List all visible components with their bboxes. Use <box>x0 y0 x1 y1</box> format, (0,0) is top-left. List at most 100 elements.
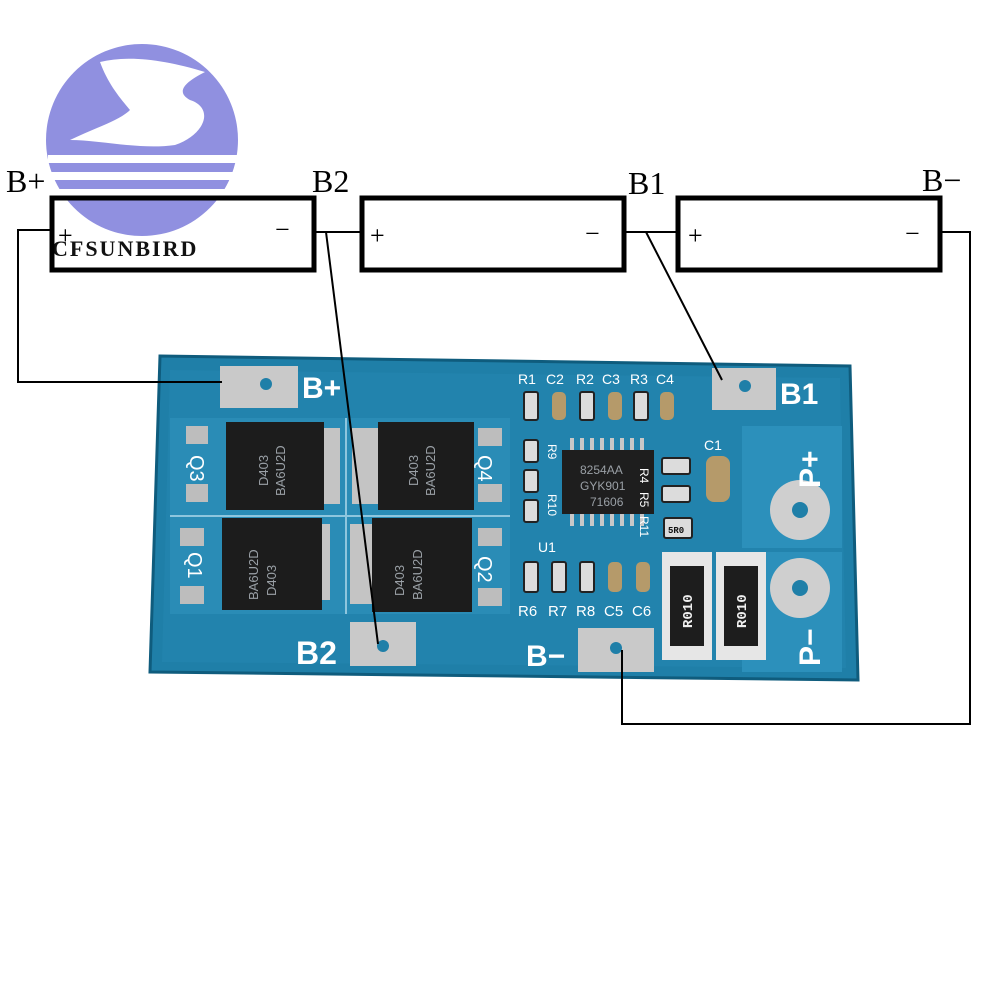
wire-bplus <box>17 229 222 383</box>
mosfet-ref: Q1 <box>183 552 205 579</box>
pad-pminus: P− <box>770 558 830 666</box>
ic-ref: U1 <box>538 539 556 555</box>
mosfet-ref: Q2 <box>473 556 495 583</box>
component-label: C2 <box>546 371 564 387</box>
component-label: R3 <box>630 371 648 387</box>
mosfet-q4: D403 BA6U2D Q4 <box>352 422 502 510</box>
component-label: C4 <box>656 371 674 387</box>
mosfet-marking: D403 <box>406 455 421 486</box>
logo-stripe <box>48 189 238 196</box>
smd-resistor <box>551 561 567 593</box>
protection-ic-u1: 8254AA GYK901 71606 U1 <box>538 438 654 555</box>
pad-b2: B2 <box>296 622 416 671</box>
smd-capacitor <box>636 562 650 592</box>
ic-marking: GYK901 <box>580 479 626 493</box>
ic-marking: 71606 <box>590 495 624 509</box>
smd-chip <box>663 517 693 539</box>
smd-resistor <box>523 469 539 493</box>
ic-pins-top <box>570 438 644 452</box>
shunt-resistor-1: R010 <box>662 552 712 660</box>
mosfet-ref: Q3 <box>185 455 207 482</box>
wiring <box>17 229 971 725</box>
wire-b1 <box>624 231 723 381</box>
smd-resistor <box>523 391 539 421</box>
ic-marking: 8254AA <box>580 463 623 477</box>
pad-label-b2: B2 <box>296 635 337 671</box>
battery-cell-3: + − <box>675 195 943 273</box>
component-label: C5 <box>604 603 623 620</box>
pad-bplus: B+ <box>220 366 341 408</box>
smd-resistor <box>523 561 539 593</box>
component-label: R6 <box>518 603 537 620</box>
terminal-label-b2: B2 <box>312 163 349 199</box>
smd-resistor <box>579 391 595 421</box>
mosfet-marking: D403 <box>392 565 407 596</box>
mosfet-q3: D403 BA6U2D Q3 <box>185 422 340 510</box>
shunt-marking: R010 <box>681 594 697 628</box>
cell-plus-sign: + <box>370 221 385 250</box>
component-label: C3 <box>602 371 620 387</box>
terminal-label-bminus: B− <box>922 162 961 198</box>
brand-logo: CFSUNBIRD <box>46 44 238 261</box>
terminal-label-b1: B1 <box>628 165 665 201</box>
cell-plus-sign: + <box>58 221 73 250</box>
smd-resistor <box>633 391 649 421</box>
wire-bminus <box>621 231 971 725</box>
mosfet-marking: D403 <box>256 455 271 486</box>
component-label: R10 <box>545 494 559 516</box>
smd-resistor <box>579 561 595 593</box>
mosfet-marking: BA6U2D <box>246 549 261 600</box>
cell-plus-sign: + <box>688 221 703 250</box>
smd-resistor <box>661 485 691 503</box>
bottom-passive-row: R6 R7 R8 C5 C6 <box>518 561 651 620</box>
pad-label-b1: B1 <box>780 378 818 411</box>
logo-stripe <box>48 155 238 163</box>
pad-pplus: P+ <box>770 450 830 540</box>
smd-resistor <box>523 499 539 523</box>
mosfet-ref: Q4 <box>473 455 495 482</box>
terminal-label-bplus: B+ <box>6 163 45 199</box>
logo-bird-shape <box>70 58 205 147</box>
mosfet-marking: BA6U2D <box>423 445 438 496</box>
pad-label-bplus: B+ <box>302 372 341 405</box>
component-label: R8 <box>576 603 595 620</box>
logo-text: CFSUNBIRD <box>52 236 198 261</box>
component-label: R9 <box>545 444 559 460</box>
cell-minus-sign: − <box>905 219 920 248</box>
battery-cell-1: + − <box>49 195 317 273</box>
mosfet-marking: BA6U2D <box>410 549 425 600</box>
component-label: R1 <box>518 371 536 387</box>
pad-b1: B1 <box>712 368 818 411</box>
component-label: C1 <box>704 437 722 453</box>
top-passive-row: R1 C2 R2 C3 R3 C4 <box>518 371 674 421</box>
smd-capacitor <box>608 392 622 420</box>
mosfet-marking: BA6U2D <box>273 445 288 496</box>
pad-label-pplus: P+ <box>794 450 827 488</box>
smd-resistor <box>661 457 691 475</box>
chip-marking: 5R0 <box>668 526 684 536</box>
component-label: R7 <box>548 603 567 620</box>
component-label: R5 <box>637 492 651 508</box>
smd-resistor <box>523 439 539 463</box>
smd-capacitor <box>660 392 674 420</box>
pad-bminus: B− <box>526 628 654 673</box>
smd-capacitor <box>552 392 566 420</box>
cell-minus-sign: − <box>585 219 600 248</box>
smd-capacitor <box>608 562 622 592</box>
component-label: C6 <box>632 603 651 620</box>
pad-label-pminus: P− <box>794 628 827 666</box>
shunt-marking: R010 <box>735 594 751 628</box>
component-label: R11 <box>637 516 651 537</box>
cell-minus-sign: − <box>275 215 290 244</box>
pad-label-bminus: B− <box>526 640 565 673</box>
component-label: R2 <box>576 371 594 387</box>
ic-pins-bottom <box>570 512 644 526</box>
mosfet-q1: D403 BA6U2D Q1 <box>180 518 330 610</box>
ic-side-passives: 5R0 R4 R5 R9 R10 R11 <box>523 439 693 539</box>
component-label: R4 <box>637 468 651 484</box>
battery-cell-2: + − <box>359 195 627 273</box>
mosfet-marking: D403 <box>264 565 279 596</box>
capacitor-c1: C1 <box>704 437 730 502</box>
shunt-resistor-2: R010 <box>716 552 766 660</box>
logo-stripe <box>48 172 238 180</box>
